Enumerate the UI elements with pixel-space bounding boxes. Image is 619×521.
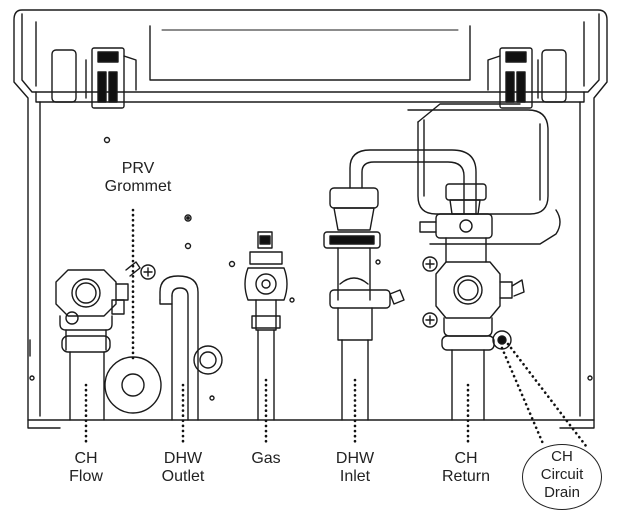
- label-ch-circuit-drain: CH Circuit Drain: [540, 448, 584, 501]
- label-dhw-outlet: DHW Outlet: [161, 450, 205, 485]
- label-ch-return: CH Return: [441, 450, 491, 485]
- screw-heads: [140, 256, 438, 328]
- label-ch-flow: CH Flow: [69, 450, 103, 485]
- ch-flow-fitting: [55, 261, 141, 421]
- label-prv-grommet: PRV Grommet: [104, 160, 172, 195]
- dhw-outlet-pipe: [159, 275, 223, 421]
- panel-holes: [103, 136, 381, 401]
- ch-return-fitting: [407, 103, 561, 421]
- ch-circuit-drain-valve: [492, 330, 512, 350]
- label-gas: Gas: [251, 450, 281, 467]
- left-latch: [51, 47, 137, 109]
- drain-label-circle: [522, 444, 602, 510]
- right-latch: [487, 47, 567, 109]
- dhw-inlet-fitting: [323, 149, 477, 421]
- boiler-casing: [13, 9, 608, 429]
- gas-valve: [244, 231, 288, 421]
- leader-drain-b: [506, 342, 588, 448]
- label-dhw-inlet: DHW Inlet: [335, 450, 375, 485]
- prv-grommet: [104, 356, 162, 414]
- leader-drain-a: [500, 346, 546, 448]
